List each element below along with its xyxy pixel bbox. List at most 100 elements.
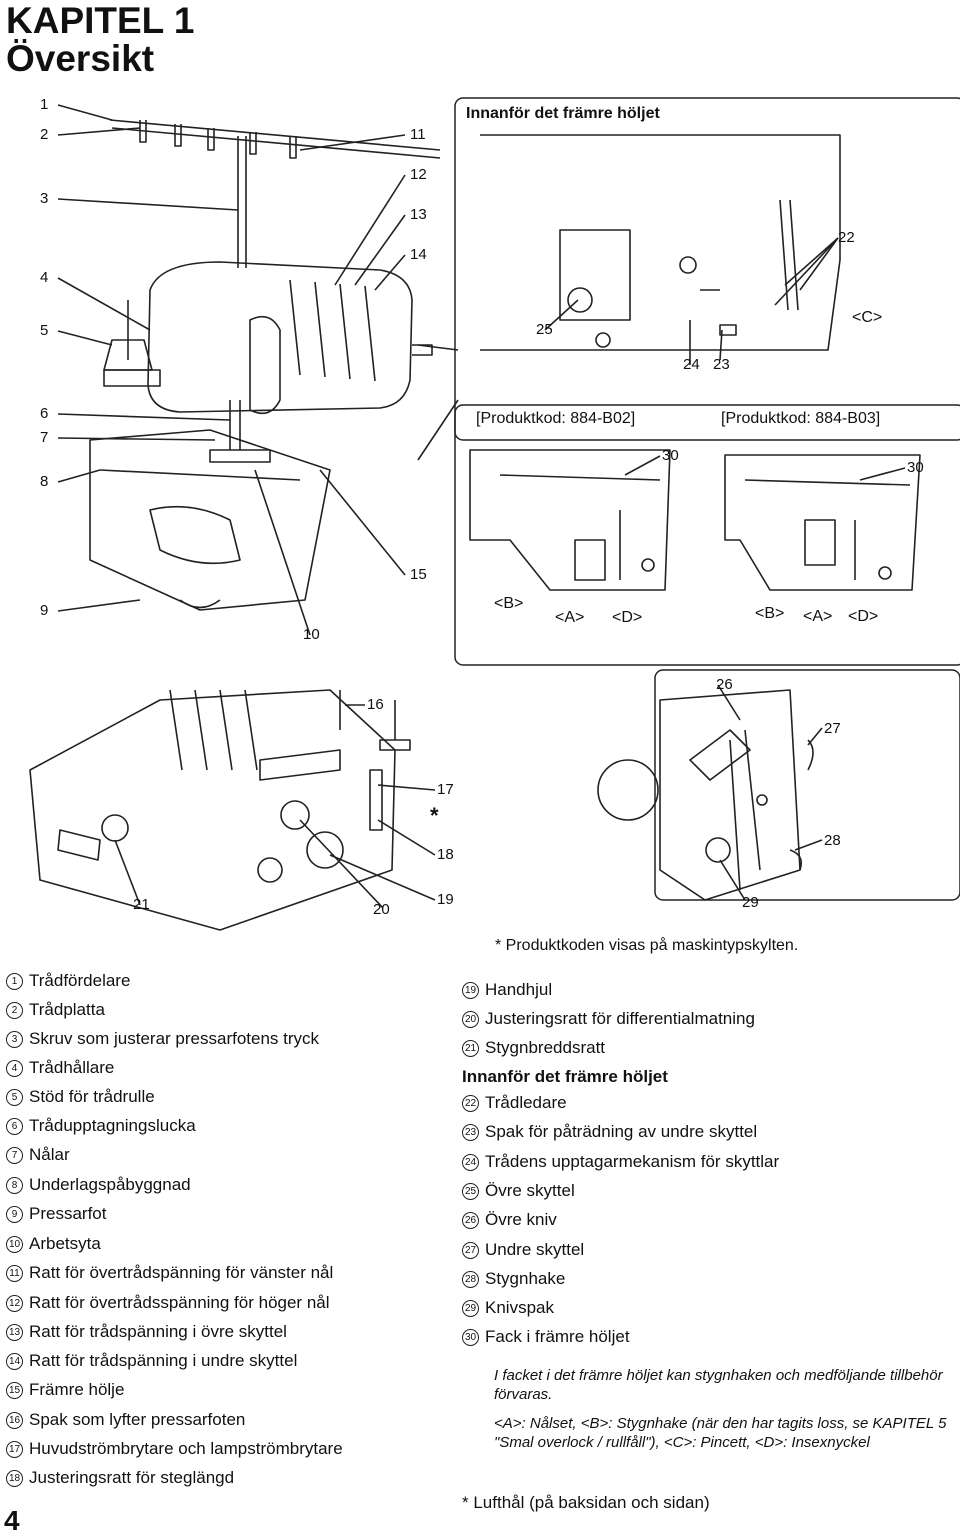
legend-text: Knivspak xyxy=(485,1298,554,1317)
legend-text: Pressarfot xyxy=(29,1204,107,1223)
b03-label-a: <A> xyxy=(803,608,833,625)
callout-20: 20 xyxy=(373,901,390,918)
legend-text: Handhjul xyxy=(485,980,553,999)
b03-label-b: <B> xyxy=(755,605,785,622)
legend-item-18: 18 Justeringsratt för steglängd xyxy=(6,1468,234,1488)
legend-item-5: 5 Stöd för trådrulle xyxy=(6,1087,155,1107)
product-code-footnote: * Produktkoden visas på maskintypskylten… xyxy=(495,937,799,954)
callout-24: 24 xyxy=(683,356,700,373)
asterisk-mark: * xyxy=(430,803,439,828)
legend-text: Övre skyttel xyxy=(485,1181,575,1200)
legend-number: 18 xyxy=(6,1470,23,1488)
page-number: 4 xyxy=(4,1505,20,1536)
legend-text: Trådens upptagarmekanism för skyttlar xyxy=(485,1152,780,1171)
note-accessory-legend: <A>: Nålset, <B>: Stygnhake (när den har… xyxy=(494,1415,947,1451)
legend-text: Trådfördelare xyxy=(29,971,131,990)
legend-number: 19 xyxy=(462,982,479,1000)
legend-item-28: 28 Stygnhake xyxy=(462,1269,565,1289)
legend-number: 30 xyxy=(462,1329,479,1347)
callout-21: 21 xyxy=(133,896,150,913)
legend-number: 15 xyxy=(6,1382,23,1400)
legend-text: Arbetsyta xyxy=(29,1234,101,1253)
callout-30-b02: 30 xyxy=(662,447,679,464)
product-code-b03: [Produktkod: 884-B03] xyxy=(721,410,881,427)
b02-label-b: <B> xyxy=(494,595,524,612)
legend-number: 16 xyxy=(6,1412,23,1430)
legend-number: 4 xyxy=(6,1060,23,1078)
b03-label-d: <D> xyxy=(848,608,879,625)
legend-text: Ratt för övertrådspänning för vänster nå… xyxy=(29,1263,334,1282)
legend-number: 17 xyxy=(6,1441,23,1459)
page-title: Översikt xyxy=(6,38,155,79)
legend-number: 10 xyxy=(6,1236,23,1254)
legend-number: 3 xyxy=(6,1031,23,1049)
legend-number: 2 xyxy=(6,1002,23,1020)
legend-text: Undre skyttel xyxy=(485,1240,585,1259)
legend-text: Stygnbreddsratt xyxy=(485,1038,606,1057)
legend-number: 20 xyxy=(462,1011,479,1029)
legend-text: Ratt för övertrådsspänning för höger nål xyxy=(29,1293,330,1312)
callout-2: 2 xyxy=(40,126,49,143)
callout-17: 17 xyxy=(437,781,454,798)
legend-number: 6 xyxy=(6,1118,23,1136)
machine-illustration xyxy=(29,97,960,931)
legend-text: Stöd för trådrulle xyxy=(29,1087,155,1106)
legend-heading-front-cover: Innanför det främre höljet xyxy=(462,1067,668,1086)
legend-number: 5 xyxy=(6,1089,23,1107)
callout-23: 23 xyxy=(713,356,730,373)
legend-number: 12 xyxy=(6,1295,23,1313)
callout-12: 12 xyxy=(410,166,427,183)
legend-item-12: 12 Ratt för övertrådsspänning för höger n… xyxy=(6,1293,330,1313)
legend-number: 29 xyxy=(462,1300,479,1318)
b02-label-a: <A> xyxy=(555,609,585,626)
legend-number: 25 xyxy=(462,1183,479,1201)
legend-item-26: 26 Övre kniv xyxy=(462,1210,557,1230)
legend-item-19: 19 Handhjul xyxy=(462,980,552,1000)
legend-text: Huvudströmbrytare och lampströmbrytare xyxy=(29,1439,343,1458)
legend-number: 26 xyxy=(462,1212,479,1230)
legend-text: Ratt för trådspänning i undre skyttel xyxy=(29,1351,298,1370)
legend-text: Övre kniv xyxy=(485,1210,557,1229)
legend-item-1: 1 Trådfördelare xyxy=(6,971,130,991)
legend-item-17: 17 Huvudströmbrytare och lampströmbrytare xyxy=(6,1439,343,1459)
callout-25: 25 xyxy=(536,321,553,338)
legend-number: 24 xyxy=(462,1154,479,1172)
legend-number: 9 xyxy=(6,1206,23,1224)
legend-text: Nålar xyxy=(29,1145,70,1164)
legend-text: Justeringsratt för steglängd xyxy=(29,1468,235,1487)
label-c: <C> xyxy=(852,309,883,326)
callout-18: 18 xyxy=(437,846,454,863)
legend-item-16: 16 Spak som lyfter pressarfoten xyxy=(6,1410,245,1430)
legend-text: Spak som lyfter pressarfoten xyxy=(29,1410,246,1429)
legend-text: Stygnhake xyxy=(485,1269,566,1288)
callout-3: 3 xyxy=(40,190,49,207)
callout-27: 27 xyxy=(824,720,841,737)
legend-number: 14 xyxy=(6,1353,23,1371)
callout-13: 13 xyxy=(410,206,427,223)
callout-5: 5 xyxy=(40,322,49,339)
chapter-label: KAPITEL 1 xyxy=(6,0,195,41)
legend-text: Underlagspåbyggnad xyxy=(29,1175,191,1194)
callout-7: 7 xyxy=(40,429,49,446)
legend-number: 13 xyxy=(6,1324,23,1342)
callout-9: 9 xyxy=(40,602,49,619)
product-code-b02: [Produktkod: 884-B02] xyxy=(476,410,636,427)
front-cover-title: Innanför det främre höljet xyxy=(466,105,660,122)
legend-item-11: 11 Ratt för övertrådspänning för vänster … xyxy=(6,1263,333,1283)
legend-number: 23 xyxy=(462,1124,479,1142)
legend-number: 1 xyxy=(6,973,23,991)
legend-number: 28 xyxy=(462,1271,479,1289)
callout-22: 22 xyxy=(838,229,855,246)
legend-item-10: 10 Arbetsyta xyxy=(6,1234,101,1254)
legend-text: Trådledare xyxy=(485,1093,567,1112)
legend-number: 11 xyxy=(6,1265,23,1283)
